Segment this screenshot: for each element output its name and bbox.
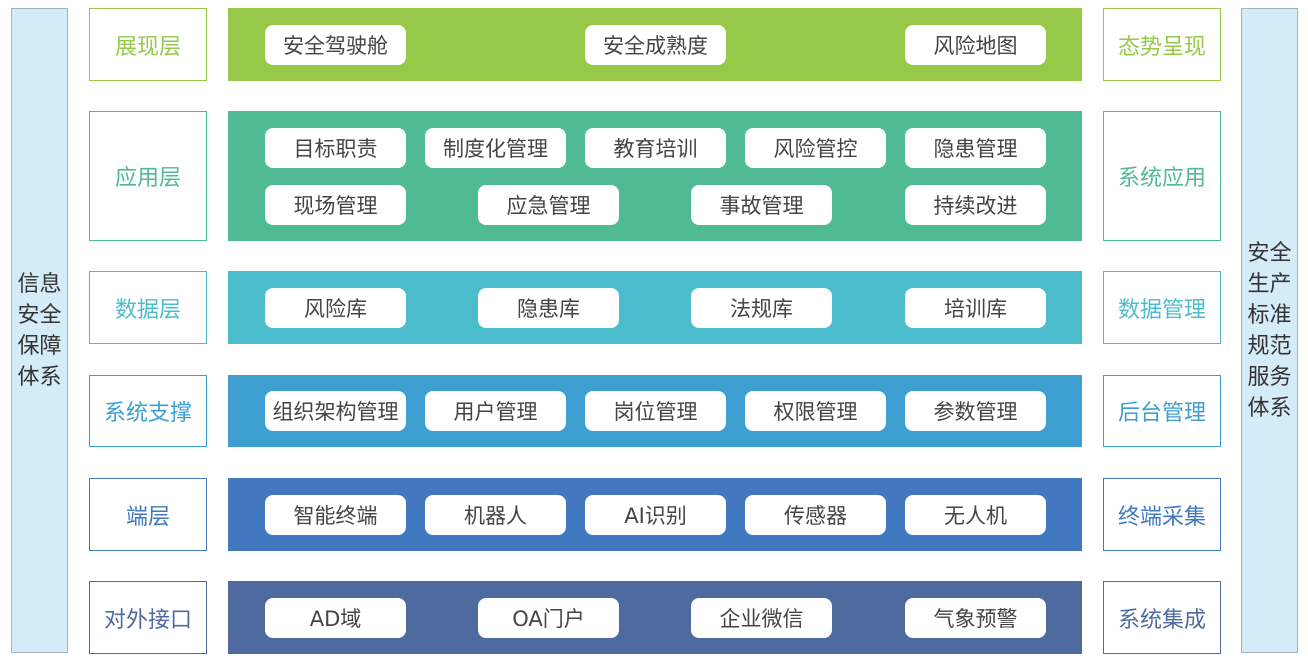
module-item[interactable]: AD域 bbox=[265, 597, 406, 638]
safety-standard-label: 安全生产标准规范服务体系 bbox=[1247, 240, 1292, 421]
layer-label: 应用层 bbox=[89, 111, 207, 241]
module-item[interactable]: 隐患管理 bbox=[905, 128, 1046, 168]
module-item[interactable]: 现场管理 bbox=[265, 185, 406, 225]
module-item[interactable]: 智能终端 bbox=[265, 494, 406, 535]
module-item[interactable]: 用户管理 bbox=[425, 391, 566, 431]
info-security-system-bar: 信息安全保障体系 bbox=[11, 8, 68, 653]
module-item[interactable]: 传感器 bbox=[745, 494, 886, 535]
module-item[interactable]: 风险地图 bbox=[905, 24, 1046, 65]
module-item[interactable]: 组织架构管理 bbox=[265, 391, 406, 431]
layer-label: 数据层 bbox=[89, 271, 207, 344]
layer-function-label: 系统集成 bbox=[1103, 581, 1221, 654]
module-item[interactable]: 法规库 bbox=[691, 287, 832, 328]
info-security-label: 信息安全保障体系 bbox=[17, 271, 62, 390]
module-item[interactable]: 制度化管理 bbox=[425, 128, 566, 168]
module-item[interactable]: 机器人 bbox=[425, 494, 566, 535]
module-item[interactable]: 持续改进 bbox=[905, 185, 1046, 225]
layer-band: 安全驾驶舱 安全成熟度 风险地图 bbox=[228, 8, 1082, 81]
layer-band: AD域 OA门户 企业微信 气象预警 bbox=[228, 581, 1082, 654]
module-item[interactable]: 风险库 bbox=[265, 287, 406, 328]
module-item[interactable]: 权限管理 bbox=[745, 391, 886, 431]
module-item[interactable]: 目标职责 bbox=[265, 128, 406, 168]
module-item[interactable]: 安全驾驶舱 bbox=[265, 24, 406, 65]
layer-function-label: 终端采集 bbox=[1103, 478, 1221, 551]
module-item[interactable]: AI识别 bbox=[585, 494, 726, 535]
module-item[interactable]: 参数管理 bbox=[905, 391, 1046, 431]
layer-label: 对外接口 bbox=[89, 581, 207, 654]
module-item[interactable]: 培训库 bbox=[905, 287, 1046, 328]
module-item[interactable]: 无人机 bbox=[905, 494, 1046, 535]
layer-function-label: 系统应用 bbox=[1103, 111, 1221, 241]
layer-function-label: 态势呈现 bbox=[1103, 8, 1221, 81]
module-item[interactable]: 企业微信 bbox=[691, 597, 832, 638]
layer-function-label: 数据管理 bbox=[1103, 271, 1221, 344]
module-item[interactable]: 隐患库 bbox=[478, 287, 619, 328]
module-item[interactable]: 应急管理 bbox=[478, 185, 619, 225]
layer-band: 风险库 隐患库 法规库 培训库 bbox=[228, 271, 1082, 344]
layer-band: 目标职责制度化管理教育培训风险管控隐患管理现场管理 应急管理 事故管理 持续改进 bbox=[228, 111, 1082, 241]
layer-band: 组织架构管理用户管理岗位管理权限管理参数管理 bbox=[228, 375, 1082, 447]
layer-label: 端层 bbox=[89, 478, 207, 551]
layer-function-label: 后台管理 bbox=[1103, 375, 1221, 447]
module-item[interactable]: 岗位管理 bbox=[585, 391, 726, 431]
layer-label: 展现层 bbox=[89, 8, 207, 81]
layer-label: 系统支撑 bbox=[89, 375, 207, 447]
layer-band: 智能终端机器人 AI识别传感器无人机 bbox=[228, 478, 1082, 551]
module-item[interactable]: 安全成熟度 bbox=[585, 24, 726, 65]
safety-standard-system-bar: 安全生产标准规范服务体系 bbox=[1241, 8, 1298, 653]
module-item[interactable]: 教育培训 bbox=[585, 128, 726, 168]
module-item[interactable]: 气象预警 bbox=[905, 597, 1046, 638]
module-item[interactable]: OA门户 bbox=[478, 597, 619, 638]
module-item[interactable]: 风险管控 bbox=[745, 128, 886, 168]
module-item[interactable]: 事故管理 bbox=[691, 185, 832, 225]
